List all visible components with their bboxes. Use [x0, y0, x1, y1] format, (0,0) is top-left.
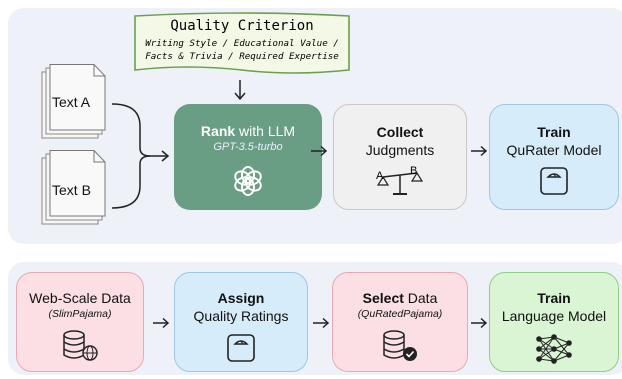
merge-arrow [111, 103, 170, 209]
web-sub: (SlimPajama) [48, 308, 112, 320]
assign-sub: Quality Ratings [193, 308, 289, 324]
web-scale-data-box: Web-Scale Data (SlimPajama) [16, 272, 144, 372]
criterion-line-2: Facts & Trivia / Required Expertise [145, 51, 339, 62]
train-rater-sub: QuRater Model [506, 142, 602, 158]
criterion-line-1: Writing Style / Educational Value / [145, 38, 339, 49]
text-a-label: Text A [52, 94, 91, 110]
weighing-scale-icon [540, 167, 568, 195]
rank-title: Rank with LLM [200, 123, 296, 139]
arrow-right-icon [471, 145, 488, 157]
arrow-1 [310, 144, 328, 162]
assign-ratings-box: Assign Quality Ratings [174, 272, 308, 372]
weighing-scale-icon [227, 334, 255, 362]
criterion-arrow [234, 80, 246, 101]
database-globe-icon [63, 330, 98, 361]
criterion-title: Quality Criterion [170, 18, 314, 34]
arrow-5 [470, 316, 488, 334]
scale-label-a: A [376, 170, 384, 182]
arrow-2 [470, 144, 488, 162]
web-title: Web-Scale Data [29, 290, 131, 306]
arrow-right-icon [471, 317, 488, 329]
arrow-right-icon [313, 317, 330, 329]
train-lm-box: Train Language Model [489, 272, 619, 372]
collect-sub: Judgments [365, 142, 435, 158]
assign-title: Assign [217, 290, 265, 306]
arrow-right-icon [153, 317, 170, 329]
arrow-4 [312, 316, 330, 334]
arrow-right-icon [311, 145, 328, 157]
openai-logo-icon [234, 166, 262, 196]
criterion-text: Quality Criterion Writing Style / Educat… [132, 18, 352, 63]
train-rater-title: Train [537, 124, 571, 140]
arrow-3 [152, 316, 170, 334]
rank-model: GPT-3.5-turbo [213, 141, 283, 153]
criterion-banner [134, 12, 350, 74]
document-b-icon [41, 150, 106, 225]
database-check-icon [383, 330, 417, 361]
document-a-icon [41, 64, 106, 139]
collect-title: Collect [376, 124, 424, 140]
collect-judgments-box: Collect Judgments [333, 104, 467, 210]
train-lm-title: Train [537, 290, 571, 306]
train-qurater-box: Train QuRater Model [489, 104, 619, 210]
neural-network-icon [536, 334, 572, 364]
select-title: Select Data [362, 290, 438, 306]
text-b-label: Text B [52, 182, 91, 198]
rank-with-llm-box: Rank with LLM GPT-3.5-turbo [174, 104, 322, 210]
train-lm-sub: Language Model [501, 308, 607, 324]
select-data-box: Select Data (QuRatedPajama) [332, 272, 468, 372]
balance-scale-icon [376, 171, 424, 195]
scale-label-b: B [410, 165, 418, 177]
select-sub: (QuRatedPajama) [357, 308, 443, 320]
